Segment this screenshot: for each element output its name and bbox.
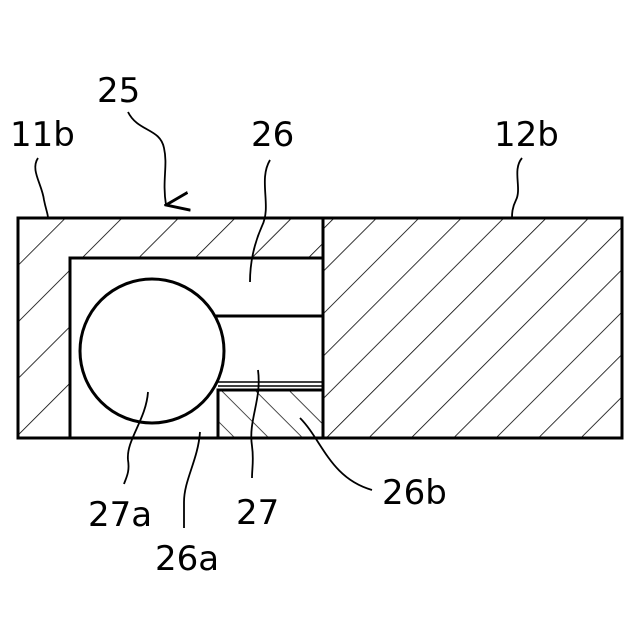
- label-25: 25: [97, 71, 140, 111]
- leader-25: [128, 112, 166, 205]
- label-27: 27: [236, 493, 279, 533]
- ball-27a: [80, 279, 224, 423]
- leader-12b: [512, 158, 522, 218]
- leader-26a: [184, 432, 200, 528]
- label-26: 26: [251, 115, 294, 155]
- label-11b: 11b: [10, 115, 75, 155]
- leader-11b: [35, 158, 48, 218]
- member-12b: [323, 218, 622, 438]
- label-12b: 12b: [494, 115, 559, 155]
- label-26b: 26b: [382, 473, 447, 513]
- member-26b: [218, 390, 323, 438]
- label-27a: 27a: [88, 495, 152, 535]
- label-26a: 26a: [155, 539, 219, 579]
